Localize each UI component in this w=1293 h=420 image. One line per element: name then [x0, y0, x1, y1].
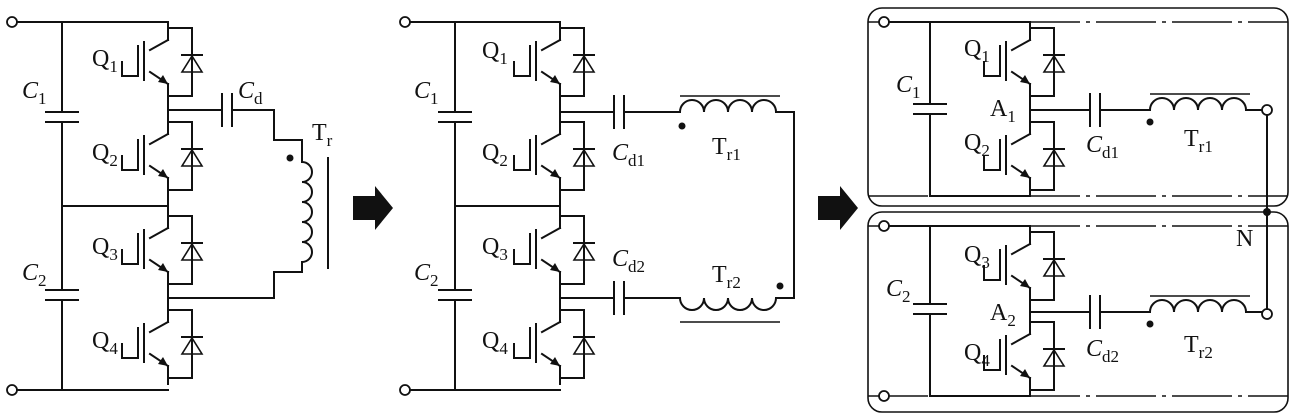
- panel-1-half-bridge: C1 C2 Cd Q1 Q2 Q3 Q4 Tr: [6, 16, 333, 396]
- tr-label: Tr: [312, 120, 333, 150]
- svg-text:C1: C1: [414, 78, 439, 108]
- q2-switch: [121, 115, 203, 197]
- arrow-2: [818, 186, 858, 230]
- svg-text:Tr2: Tr2: [1184, 332, 1213, 362]
- arrow-1: [353, 186, 393, 230]
- svg-text:C2: C2: [414, 260, 439, 290]
- svg-text:Tr1: Tr1: [712, 134, 741, 164]
- svg-text:Cd1: Cd1: [1086, 132, 1119, 162]
- q4-switch: [121, 303, 203, 385]
- svg-text:Q2: Q2: [482, 140, 508, 170]
- svg-text:Q4: Q4: [482, 328, 508, 358]
- svg-text:Tr1: Tr1: [1184, 126, 1213, 156]
- q2-label: Q2: [92, 140, 118, 170]
- svg-text:Q3: Q3: [482, 234, 508, 264]
- svg-text:A1: A1: [990, 96, 1016, 126]
- svg-text:Cd2: Cd2: [612, 246, 645, 276]
- cd-label: Cd: [238, 78, 263, 108]
- c2-label: C2: [22, 260, 47, 290]
- svg-text:Q1: Q1: [482, 38, 508, 68]
- terminal-top: [6, 16, 18, 28]
- svg-text:Q4: Q4: [964, 340, 990, 370]
- svg-text:C1: C1: [896, 72, 921, 102]
- svg-text:Q2: Q2: [964, 130, 990, 160]
- q3-switch: [121, 209, 203, 291]
- q4-label: Q4: [92, 328, 118, 358]
- svg-text:Q1: Q1: [964, 36, 990, 66]
- svg-text:Cd1: Cd1: [612, 140, 645, 170]
- q1-switch: [121, 21, 203, 103]
- svg-text:C2: C2: [886, 276, 911, 306]
- panel-2-split-transformer: C1 C2 Cd1 Cd2 Q1 Q2 Q3 Q4 Tr1 Tr2: [399, 16, 795, 396]
- svg-text:N: N: [1236, 226, 1253, 252]
- svg-text:Q3: Q3: [964, 242, 990, 272]
- c1-label: C1: [22, 78, 47, 108]
- terminal-bottom: [6, 384, 18, 396]
- q1-label: Q1: [92, 46, 118, 76]
- panel-3-modular-cells: C1 C2 A1 A2 Cd1 Cd2 Q1 Q2 Q3 Q4 Tr1 Tr2 …: [867, 7, 1289, 413]
- q3-label: Q3: [92, 234, 118, 264]
- svg-text:Tr2: Tr2: [712, 262, 741, 292]
- svg-text:A2: A2: [990, 300, 1016, 330]
- svg-text:Cd2: Cd2: [1086, 336, 1119, 366]
